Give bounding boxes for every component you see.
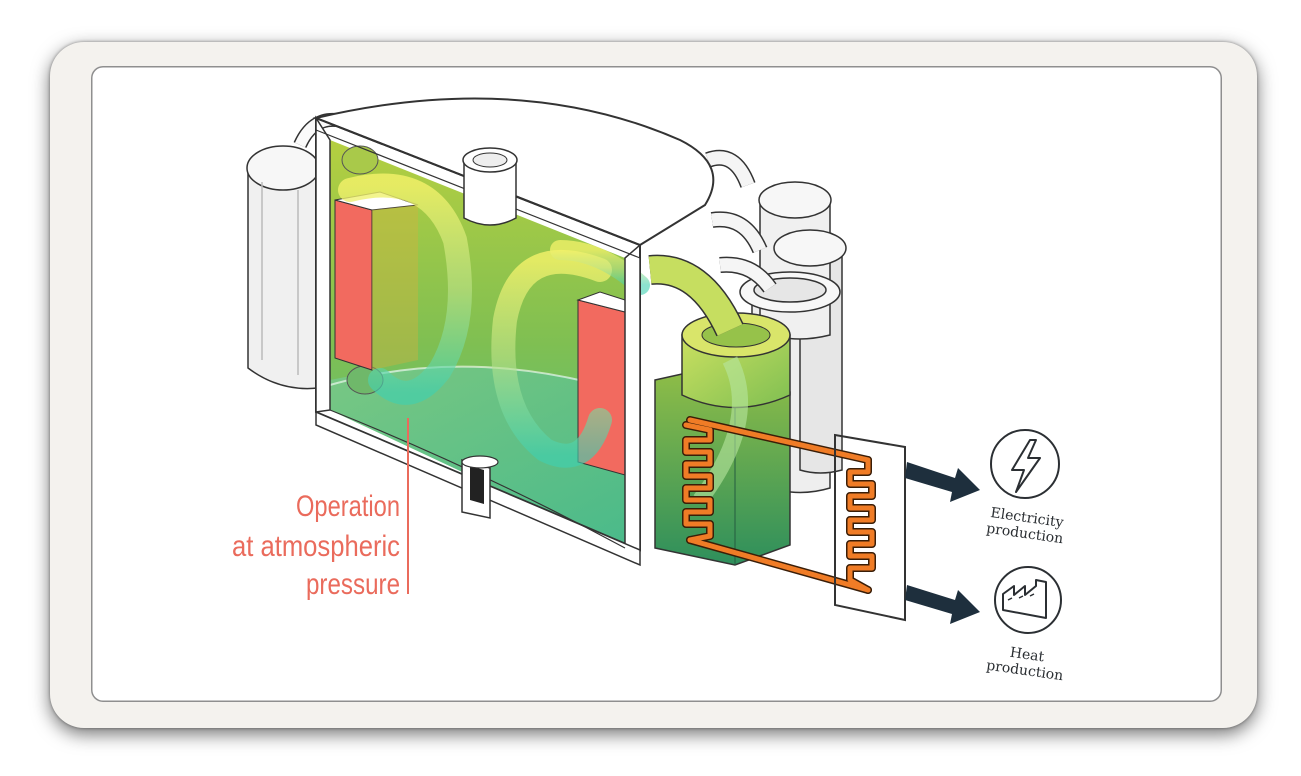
core-block-left [334, 191, 419, 371]
output-arrows [905, 462, 980, 624]
operation-label: Operation at atmospheric pressure [232, 490, 400, 601]
left-tanks [246, 112, 337, 390]
heat-label-line1: Heat [1009, 645, 1046, 666]
arrow-to-electricity [905, 462, 980, 502]
operation-label-line1: Operation [296, 490, 400, 523]
operation-label-line2: at atmospheric [232, 530, 400, 563]
operation-label-line3: pressure [306, 568, 400, 601]
arrow-to-heat [905, 585, 980, 624]
factory-icon [994, 566, 1062, 634]
lightning-bolt-icon [990, 429, 1060, 499]
heat-transfer-loop [682, 416, 876, 594]
secondary-loop-panel [834, 433, 906, 622]
reactor-vessel [312, 97, 715, 567]
